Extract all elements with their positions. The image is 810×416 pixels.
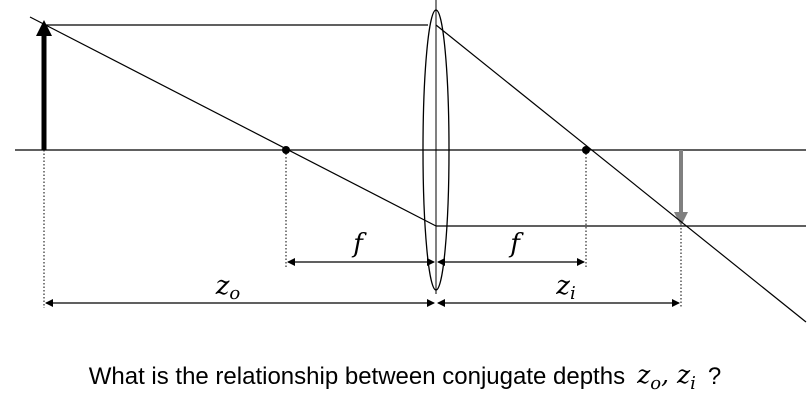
- object-distance-symbol: z: [215, 271, 230, 301]
- math-symbol-2: z: [676, 360, 691, 389]
- math-subscript-1: o: [650, 373, 662, 394]
- image-distance-label: zi: [555, 271, 575, 304]
- refracted-ray: [435, 24, 807, 323]
- focal-ray: [29, 16, 437, 227]
- image-distance-symbol: z: [555, 271, 570, 301]
- math-separator: ,: [661, 360, 677, 389]
- object-distance-label: zo: [215, 271, 241, 304]
- question-mark: ?: [707, 363, 722, 390]
- question-text: What is the relationship between conjuga…: [88, 363, 626, 390]
- back-focal-length-label: f: [508, 229, 524, 259]
- math-subscript-2: i: [690, 373, 696, 394]
- object-arrow-head: [36, 20, 52, 36]
- question-math: zo, zi: [637, 360, 696, 394]
- question-caption: What is the relationship between conjuga…: [0, 357, 810, 397]
- front-focal-length-label: f: [351, 229, 367, 259]
- object-distance-subscript: o: [229, 283, 240, 304]
- lens: [422, 9, 450, 291]
- image-arrow-head: [674, 212, 688, 226]
- image-distance-subscript: i: [570, 283, 576, 304]
- math-symbol-1: z: [637, 360, 651, 389]
